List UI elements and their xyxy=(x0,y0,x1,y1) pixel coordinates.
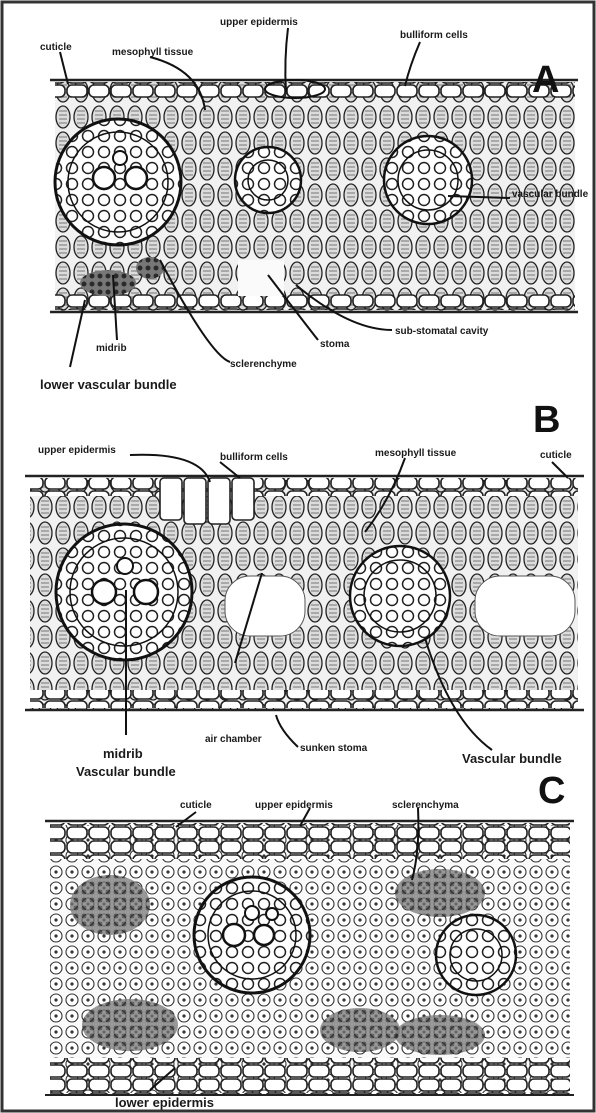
label-b-cuticle: cuticle xyxy=(540,450,572,461)
label-a-sub-stomatal: sub-stomatal cavity xyxy=(395,326,489,337)
panel-b xyxy=(25,476,584,710)
label-a-stoma: stoma xyxy=(320,339,350,350)
label-b-air-chamber: air chamber xyxy=(205,734,262,745)
label-a-mesophyll: mesophyll tissue xyxy=(112,47,194,58)
label-a-bulliform: bulliform cells xyxy=(400,30,468,41)
label-b-vascular-bundle: Vascular bundle xyxy=(462,751,562,766)
label-a-lower-vascular-bundle: lower vascular bundle xyxy=(40,377,177,392)
label-b-bulliform: bulliform cells xyxy=(220,452,288,463)
label-a-vascular-bundle: vascular bundle xyxy=(512,189,589,200)
label-c-cuticle: cuticle xyxy=(180,800,212,811)
panel-c xyxy=(45,821,574,1095)
label-c-lower-epidermis: lower epidermis xyxy=(115,1095,214,1110)
panel-a xyxy=(50,80,578,312)
label-b-mesophyll: mesophyll tissue xyxy=(375,448,457,459)
panel-letter-a: A xyxy=(532,59,559,101)
label-a-cuticle: cuticle xyxy=(40,42,72,53)
label-b-midrib: midrib xyxy=(103,746,143,761)
label-c-upper-epidermis: upper epidermis xyxy=(255,800,333,811)
label-b-upper-epidermis: upper epidermis xyxy=(38,445,116,456)
label-c-sclerenchyme: sclerenchyma xyxy=(392,800,459,811)
label-b-sunken-stoma: sunken stoma xyxy=(300,743,368,754)
label-a-midrib: midrib xyxy=(96,343,127,354)
panel-letter-c: C xyxy=(538,770,565,812)
panel-letter-b: B xyxy=(533,399,560,441)
label-a-sclerenchyme: sclerenchyme xyxy=(230,359,297,370)
label-a-upper-epidermis: upper epidermis xyxy=(220,17,298,28)
label-b-midrib-vascular-bundle: Vascular bundle xyxy=(76,764,176,779)
